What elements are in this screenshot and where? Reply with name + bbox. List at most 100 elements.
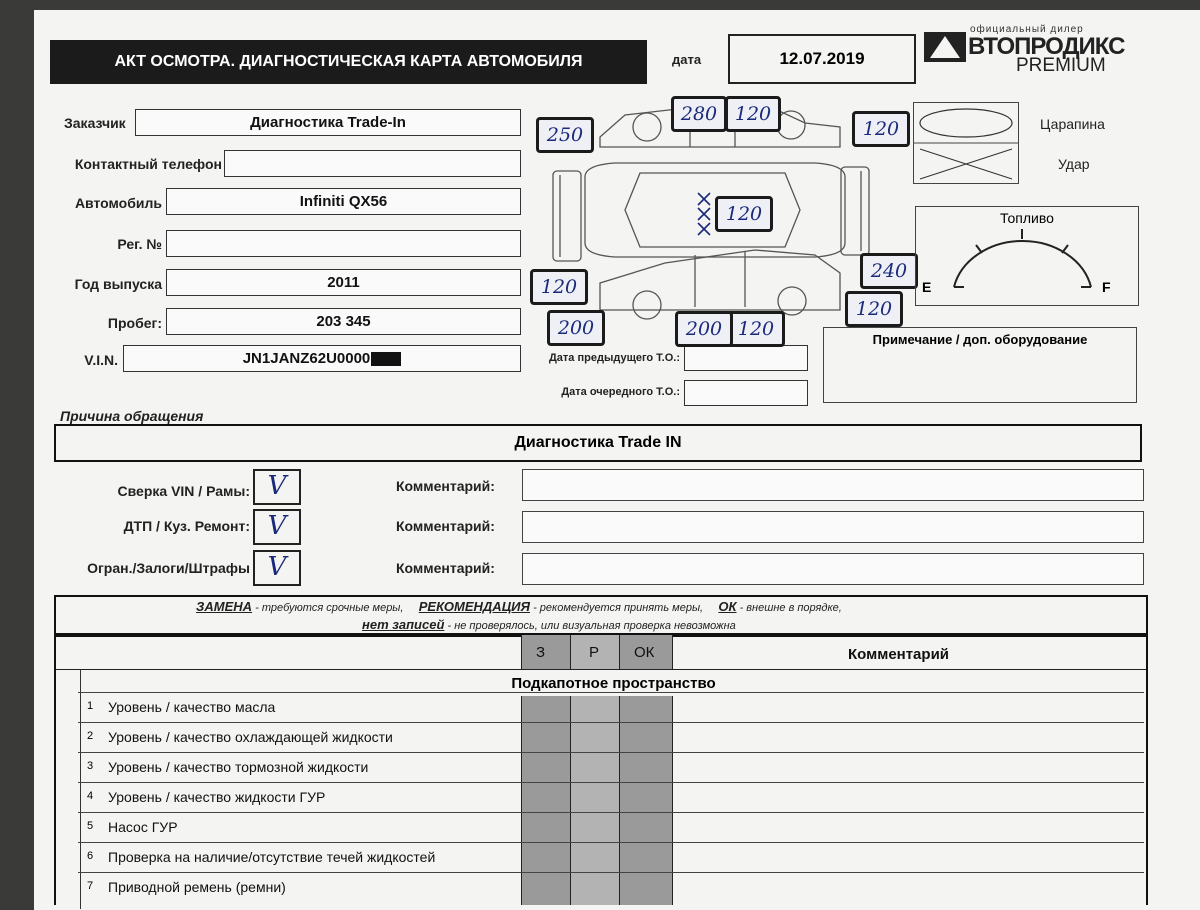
check-mark: V xyxy=(267,511,287,541)
legend-scratch-label: Царапина xyxy=(1040,116,1105,132)
field-label-car: Автомобиль xyxy=(74,195,162,211)
column-header-ok: ОК xyxy=(634,644,655,661)
column-header-comment: Комментарий xyxy=(848,646,950,663)
section-title: Подкапотное пространство xyxy=(81,670,1146,696)
field-label-reg: Рег. № xyxy=(117,236,162,252)
paint-mark: 240 xyxy=(860,253,918,289)
paint-mark: 280 xyxy=(671,96,727,132)
check-box-vin[interactable]: V xyxy=(253,469,301,505)
inspection-table: З Р ОК Комментарий Подкапотное пространс… xyxy=(54,633,1148,909)
logo-premium-text: PREMIUM xyxy=(1016,55,1106,76)
paint-mark: 200 xyxy=(675,311,733,347)
vin-field[interactable]: JN1JANZ62U0000 xyxy=(123,345,521,372)
field-label-vin: V.I.N. xyxy=(84,352,118,368)
prev-service-label: Дата предыдущего Т.О.: xyxy=(548,352,680,364)
column-header-z: З xyxy=(536,644,546,661)
row-number: 1 xyxy=(86,700,94,712)
reason-label: Причина обращения xyxy=(60,408,204,424)
row-text: Уровень / качество охлаждающей жидкости xyxy=(108,729,393,745)
vin-redaction xyxy=(371,351,402,366)
row-text: Насос ГУР xyxy=(108,819,178,835)
field-label-customer: Заказчик xyxy=(64,115,126,131)
logo-small-text: официальный дилер xyxy=(970,24,1084,35)
paint-mark: 200 xyxy=(547,310,605,346)
check-box-accident[interactable]: V xyxy=(253,509,301,545)
year-field[interactable]: 2011 xyxy=(166,269,521,296)
dealer-logo: официальный дилер ВТОПРОДИКС PREMIUM xyxy=(924,24,1154,80)
logo-brand-text: ВТОПРОДИКС xyxy=(968,33,1125,60)
paint-mark: 120 xyxy=(845,291,903,327)
phone-field[interactable] xyxy=(224,150,521,177)
date-label: дата xyxy=(672,52,702,67)
row-number: 5 xyxy=(86,820,94,832)
status-legend: ЗАМЕНА - требуются срочные меры, РЕКОМЕН… xyxy=(54,595,1148,637)
table-row[interactable]: 1 Уровень / качество масла xyxy=(78,692,1144,722)
status-ok-desc: - внешне в порядке, xyxy=(739,602,842,614)
next-service-label: Дата очередного Т.О.: xyxy=(561,386,680,398)
comment-label: Комментарий: xyxy=(396,560,495,576)
legend-dent-label: Удар xyxy=(1058,156,1090,172)
paint-mark: 120 xyxy=(715,196,773,232)
row-number: 6 xyxy=(86,850,94,862)
field-label-year: Год выпуска xyxy=(74,276,162,292)
comment-field-liens[interactable] xyxy=(522,553,1144,585)
status-replace: ЗАМЕНА xyxy=(196,599,253,614)
comment-field-accident[interactable] xyxy=(522,511,1144,543)
comment-label: Комментарий: xyxy=(396,478,495,494)
status-none: нет записей xyxy=(362,617,445,632)
row-text: Приводной ремень (ремни) xyxy=(108,879,286,895)
fuel-title: Топливо xyxy=(1000,210,1054,226)
check-mark: V xyxy=(267,471,287,501)
check-mark: V xyxy=(267,552,287,582)
paint-mark: 120 xyxy=(727,311,785,347)
comment-field-vin[interactable] xyxy=(522,469,1144,501)
status-replace-desc: - требуются срочные меры, xyxy=(255,602,404,614)
form-title: АКТ ОСМОТРА. ДИАГНОСТИЧЕСКАЯ КАРТА АВТОМ… xyxy=(50,40,647,84)
paint-mark: 120 xyxy=(725,96,781,132)
row-text: Уровень / качество масла xyxy=(108,699,276,715)
car-field[interactable]: Infiniti QX56 xyxy=(166,188,521,215)
row-number: 4 xyxy=(86,790,94,802)
reason-field[interactable]: Диагностика Trade IN xyxy=(54,424,1142,462)
paint-mark: 250 xyxy=(536,117,594,153)
vin-value: JN1JANZ62U0000 xyxy=(242,350,371,367)
date-field[interactable]: 12.07.2019 xyxy=(728,34,916,84)
fuel-gauge: Топливо E F xyxy=(915,206,1139,306)
status-recommend-desc: - рекомендуется принять меры, xyxy=(533,602,704,614)
row-text: Уровень / качество тормозной жидкости xyxy=(108,759,369,775)
table-row[interactable]: 3 Уровень / качество тормозной жидкости xyxy=(78,752,1144,782)
damage-legend xyxy=(913,102,1019,184)
notes-title: Примечание / доп. оборудование xyxy=(872,332,1088,347)
mileage-field[interactable]: 203 345 xyxy=(166,308,521,335)
paint-mark: 120 xyxy=(852,111,910,147)
status-recommend: РЕКОМЕНДАЦИЯ xyxy=(418,599,530,614)
customer-field[interactable]: Диагностика Trade-In xyxy=(135,109,521,136)
field-label-mileage: Пробег: xyxy=(107,315,162,331)
next-service-field[interactable] xyxy=(684,380,808,406)
fuel-full-label: F xyxy=(1102,279,1111,295)
table-row[interactable]: 6 Проверка на наличие/отсутствие течей ж… xyxy=(78,842,1144,872)
status-ok: ОК xyxy=(718,599,737,614)
table-row[interactable]: 2 Уровень / качество охлаждающей жидкост… xyxy=(78,722,1144,752)
check-label-vin: Сверка VIN / Рамы: xyxy=(117,483,250,499)
field-label-phone: Контактный телефон xyxy=(74,156,222,172)
notes-box[interactable]: Примечание / доп. оборудование xyxy=(823,327,1137,403)
column-header-r: Р xyxy=(589,644,600,661)
row-text: Уровень / качество жидкости ГУР xyxy=(108,789,326,805)
reg-number-field[interactable] xyxy=(166,230,521,257)
check-label-accident: ДТП / Куз. Ремонт: xyxy=(123,518,250,534)
row-text: Проверка на наличие/отсутствие течей жид… xyxy=(108,849,436,865)
table-row[interactable]: 5 Насос ГУР xyxy=(78,812,1144,842)
fuel-empty-label: E xyxy=(922,279,932,295)
check-label-liens: Огран./Залоги/Штрафы xyxy=(87,560,250,576)
row-number: 3 xyxy=(86,760,94,772)
row-number: 2 xyxy=(86,730,94,742)
check-box-liens[interactable]: V xyxy=(253,550,301,586)
row-number: 7 xyxy=(86,880,94,892)
table-row[interactable]: 7 Приводной ремень (ремни) xyxy=(78,872,1144,902)
prev-service-field[interactable] xyxy=(684,345,808,371)
status-none-desc: - не проверялось, или визуальная проверк… xyxy=(447,620,736,632)
comment-label: Комментарий: xyxy=(396,518,495,534)
paint-mark: 120 xyxy=(530,269,588,305)
table-row[interactable]: 4 Уровень / качество жидкости ГУР xyxy=(78,782,1144,812)
